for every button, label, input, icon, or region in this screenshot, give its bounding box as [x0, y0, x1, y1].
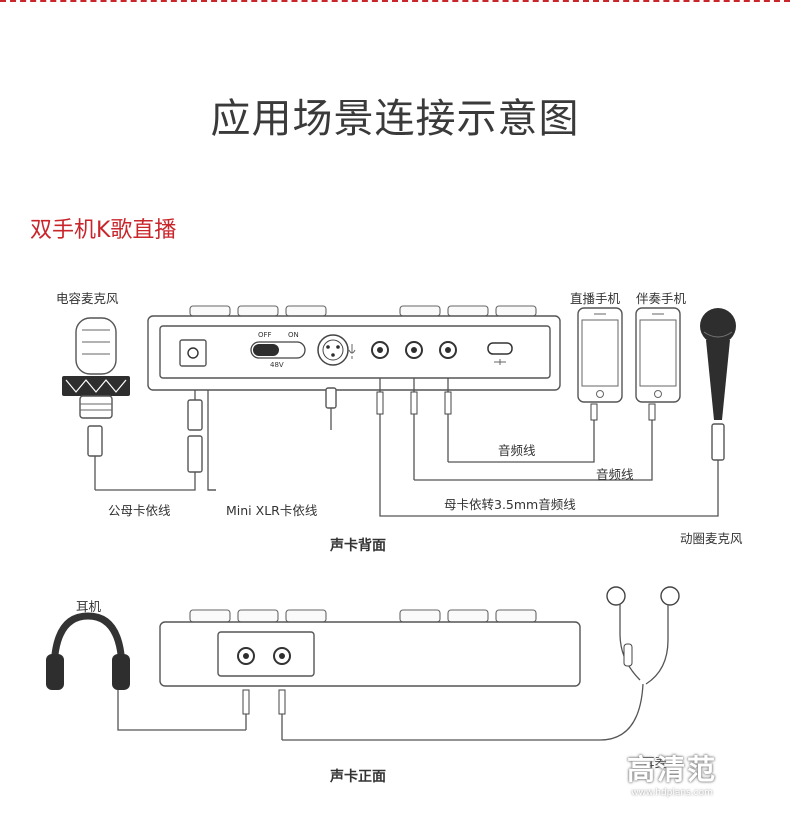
earphones-icon [282, 586, 680, 741]
headphones-icon [46, 612, 130, 690]
label-earphones: 耳麦 [642, 755, 668, 770]
live-phone-icon [577, 307, 623, 421]
condenser-mic-icon [62, 317, 130, 419]
sound-card-front [159, 609, 581, 687]
plug-accompany-icon [410, 378, 418, 480]
watermark-url: www.hdplans.com [631, 788, 713, 798]
live-out-jack-icon [439, 341, 457, 359]
usb-port-icon [487, 342, 513, 355]
switch-off-label: OFF [258, 331, 272, 339]
mic-symbol-icon [348, 344, 356, 359]
accompany-phone-icon [635, 307, 681, 421]
label-audio-cable-2: 音频线 [596, 467, 634, 482]
label-male-female-cable: 公母卡依线 [108, 503, 171, 518]
accompany-in-jack-icon [405, 341, 423, 359]
label-card-front: 声卡正面 [330, 769, 386, 785]
xlr-jack-icon [317, 334, 349, 366]
label-condenser-mic: 电容麦克风 [56, 291, 119, 306]
page-title: 应用场景连接示意图 [210, 96, 580, 142]
label-accompany-phone: 伴奏手机 [636, 291, 687, 306]
label-female-cable: 母卡依转3.5mm音频线 [444, 497, 576, 512]
sound-card-back [147, 305, 561, 391]
mic-in-jack-icon [371, 341, 389, 359]
plug-mic-icon [376, 378, 384, 505]
watermark: 高清范 www.hdplans.com [612, 748, 732, 798]
label-dynamic-mic: 动圈麦克风 [680, 531, 743, 546]
label-headphones: 耳机 [76, 599, 102, 614]
label-audio-cable-1: 音频线 [498, 443, 536, 458]
dynamic-mic-icon [700, 308, 736, 461]
phantom-switch-icon [250, 341, 306, 359]
phantom-label: 48V [270, 361, 284, 369]
plug-live-icon [444, 378, 452, 462]
power-button-icon [179, 339, 207, 367]
label-live-phone: 直播手机 [570, 291, 621, 306]
top-divider [0, 0, 790, 2]
switch-on-label: ON [288, 331, 299, 339]
section-title: 双手机K歌直播 [30, 218, 177, 243]
label-card-back: 声卡背面 [330, 538, 386, 554]
label-mini-xlr-cable: Mini XLR卡依线 [226, 503, 318, 518]
watermark-logo: 高清范 [626, 753, 717, 786]
